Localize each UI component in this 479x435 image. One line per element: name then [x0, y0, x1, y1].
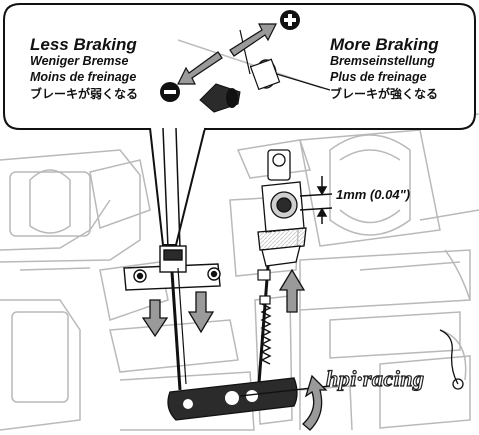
- brake-cam-assembly: [257, 149, 307, 267]
- adjust-arrows: [177, 23, 277, 85]
- brake-link-block: [167, 377, 331, 421]
- more-braking-fr: Plus de freinage: [330, 70, 427, 84]
- servo-horn-linkage: [123, 245, 221, 391]
- motion-arrows: [141, 268, 328, 431]
- body-clip: [439, 329, 464, 390]
- less-braking-jp: ブレーキが弱くなる: [30, 87, 139, 101]
- hpi-racing-logo: hpi·racing: [325, 365, 425, 391]
- plus-circle-icon: [280, 10, 300, 30]
- adjuster-rod-detail: [177, 29, 331, 113]
- leader-lines: [162, 127, 181, 249]
- brake-rod: [256, 265, 272, 397]
- gap-measurement-marker: [299, 176, 333, 224]
- less-braking-title: Less Braking: [30, 35, 137, 54]
- minus-circle-icon: [160, 82, 180, 102]
- gap-measurement-label: 1mm (0.04"): [336, 187, 411, 202]
- more-braking-de: Bremseinstellung: [330, 54, 435, 68]
- less-braking-fr: Moins de freinage: [30, 70, 137, 84]
- more-braking-title: More Braking: [330, 35, 439, 54]
- less-braking-de: Weniger Bremse: [30, 54, 129, 68]
- more-braking-jp: ブレーキが強くなる: [330, 87, 439, 101]
